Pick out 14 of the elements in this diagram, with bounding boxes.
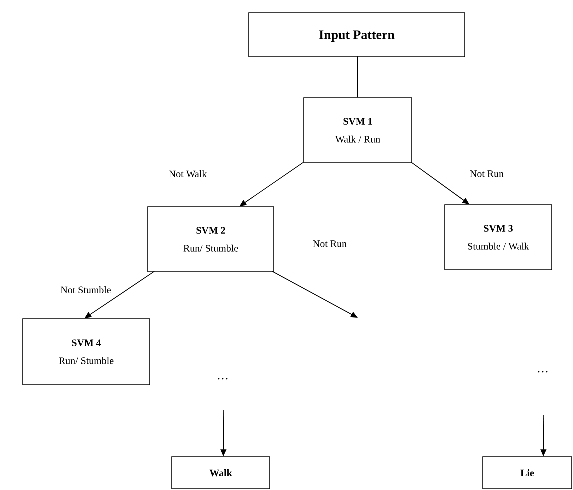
process-box: Lie bbox=[482, 456, 572, 490]
arrow bbox=[272, 271, 358, 318]
process-box: SVM 4 Run/ Stumble bbox=[22, 318, 150, 386]
process-box: SVM 1 Walk / Run bbox=[304, 98, 412, 164]
process-box: SVM 2 Run/ Stumble bbox=[148, 206, 274, 272]
process-box: SVM 3 Stumble / Walk bbox=[444, 204, 552, 270]
edge-label: Not Stumble bbox=[60, 286, 111, 294]
process-box: Input Pattern bbox=[248, 12, 466, 58]
ellipsis: … bbox=[218, 378, 228, 380]
process-box: Walk bbox=[172, 456, 270, 490]
edge-label: Not Run bbox=[470, 170, 504, 178]
edge-label: Not Walk bbox=[169, 170, 208, 178]
edge-label: Not Run bbox=[313, 240, 347, 248]
ellipsis: … bbox=[538, 371, 548, 373]
